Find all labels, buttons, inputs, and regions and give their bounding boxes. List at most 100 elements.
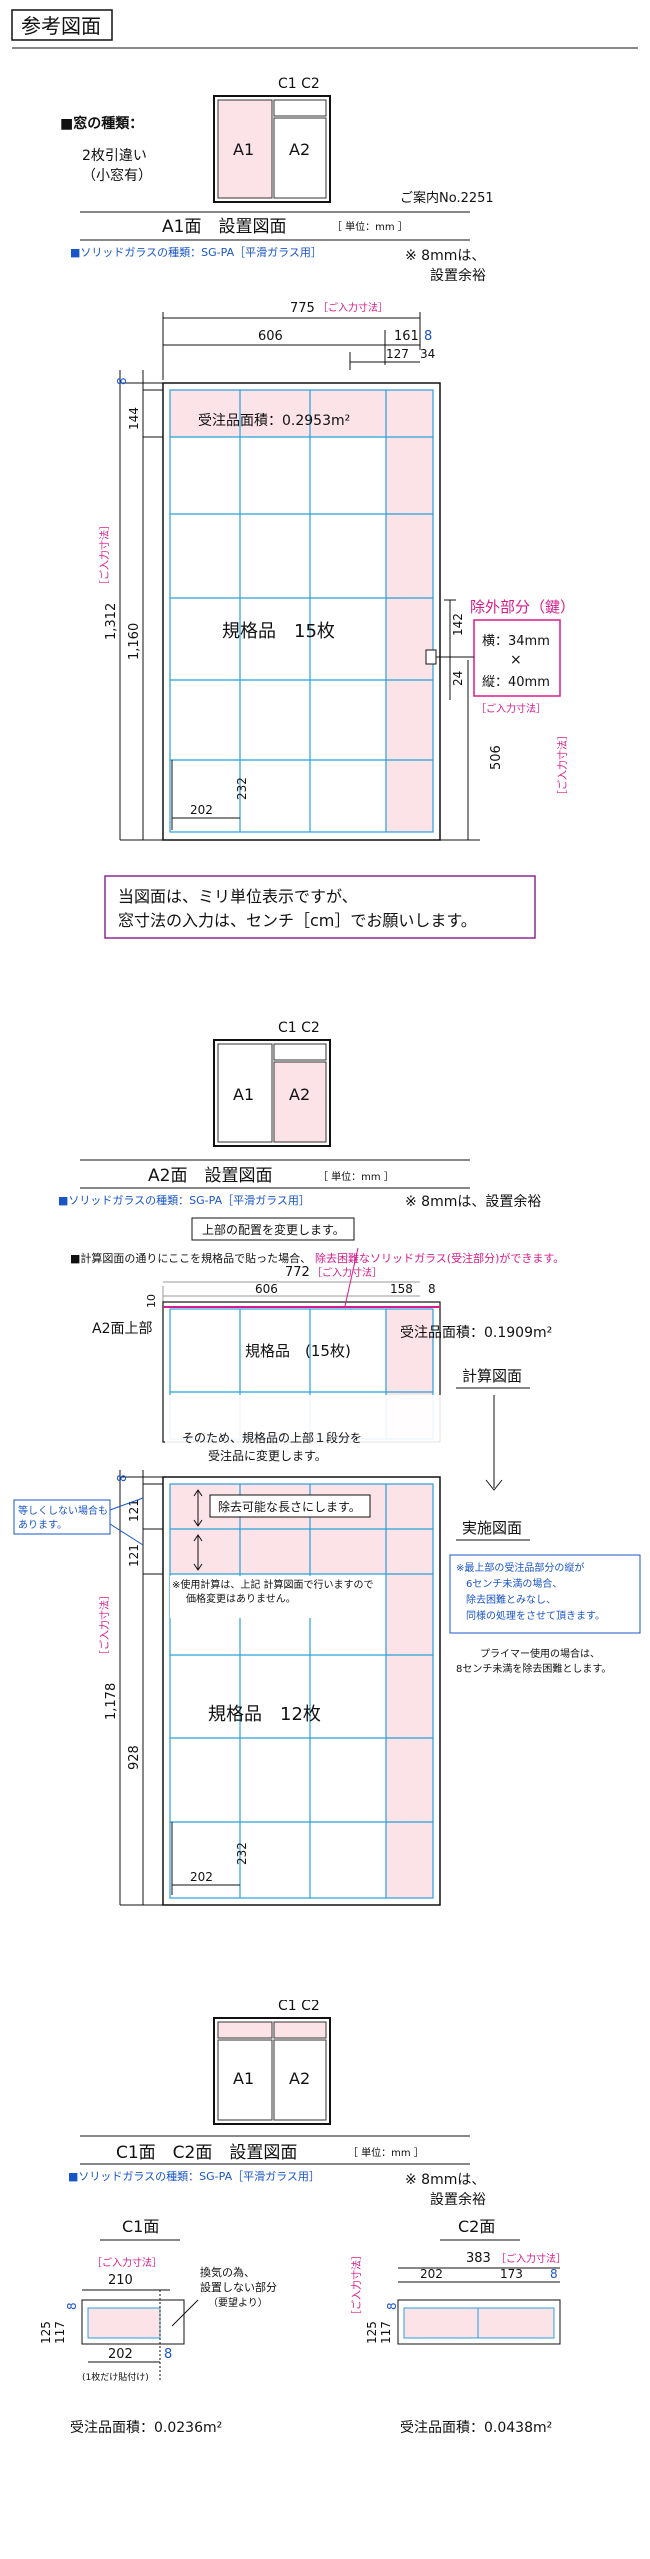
dim-a2-h8: 8 [115, 1474, 129, 1482]
section2-unit: ［ 単位：mm ］ [318, 1170, 394, 1183]
icon-label-a1: A1 [233, 140, 254, 159]
dim-h1160: 1,160 [127, 623, 142, 660]
a2-order-area: 受注品面積：0.1909m² [400, 1325, 552, 1341]
window-icon-small-c [273, 99, 327, 117]
window-icon-pane-a2 [273, 117, 327, 199]
c2-input-tag-left: ［ご入力寸法］ [350, 2250, 363, 2320]
dim-h506: 506 [489, 745, 504, 770]
dim-a2-h121a: 121 [127, 1499, 141, 1522]
section2-note: ※ 8mmは、設置余裕 [405, 1193, 541, 1210]
window-icon-pane-a2-2 [273, 1061, 327, 1143]
guide-number: ご案内No.2251 [400, 190, 494, 206]
c1-w202: 202 [108, 2347, 133, 2362]
dim-a2-h10: 10 [145, 1294, 158, 1308]
dim-w8-top: 8 [424, 329, 432, 344]
icon-small-label-2: C1 C2 [278, 1020, 320, 1036]
window-type-label: ■窓の種類： [60, 115, 143, 132]
dim-a2-w202: 202 [190, 1870, 213, 1884]
c2-h117: 117 [379, 2321, 393, 2344]
icon-label-a1-2: A1 [233, 1085, 254, 1104]
c1-order-area: 受注品面積：0.0236m² [70, 2420, 222, 2436]
window-icon-pane-a1 [217, 99, 273, 199]
section1-note-line2: 設置余裕 [430, 267, 486, 284]
calc-note-pink: 除去困難なソリッドガラス(受注部分)ができます。 [315, 1251, 564, 1265]
c1-input-tag: ［ご入力寸法］ [92, 2256, 162, 2269]
icon-label-a1-3: A1 [233, 2069, 254, 2088]
a2-upper-label: A2面上部 [92, 1321, 152, 1337]
c1-w8: 8 [164, 2347, 172, 2362]
c1-h125: 125 [39, 2321, 53, 2344]
section1-glass-type: ■ソリッドガラスの種類：SG-PA［平滑ガラス用］ [70, 245, 322, 259]
blue-note-line2: 6センチ未満の場合、 [466, 1577, 562, 1590]
section1-note-line1: ※ 8mmは、 [405, 248, 485, 264]
dim-w772: 772 [285, 1265, 310, 1280]
lock-icon [425, 649, 437, 665]
section-c: C1 C2 A1 A2 C1面 C2面 設置図面 ［ 単位：mm ］ ■ソリッド… [39, 2000, 566, 2436]
a1-standard-label: 規格品 15枚 [222, 621, 335, 642]
c1-label: C1面 [122, 2217, 159, 2236]
dim-input-tag-a2top: ［ご入力寸法］ [312, 1266, 382, 1279]
exclusion-height: 縦：40mm [482, 675, 550, 690]
notice-line1: 当図面は、ミリ単位表示ですが、 [118, 887, 358, 906]
exclusion-title: 除外部分（鍵） [470, 598, 575, 616]
window-type-line3: （小窓有） [82, 167, 152, 184]
a1-grid [169, 389, 434, 833]
dim-input-tag-left: ［ご入力寸法］ [98, 520, 111, 590]
c2-w173: 173 [500, 2267, 523, 2281]
section3-note-line1: ※ 8mmは、 [405, 2172, 485, 2188]
section1-title: A1面 設置図面 [162, 217, 286, 237]
dim-h24: 24 [451, 671, 465, 686]
dim-a2-h232: 232 [235, 1842, 249, 1865]
primer-line2: 8センチ未満を除去困難とします。 [456, 1662, 611, 1675]
c1-single-note: (1枚だけ貼付け) [82, 2371, 149, 2383]
blue-note-line4: 同様の処理をさせて頂きます。 [466, 1609, 605, 1622]
c1-h8: 8 [65, 2302, 79, 2310]
dim-w34: 34 [420, 347, 435, 361]
dim-w606: 606 [258, 329, 283, 344]
icon-label-a2: A2 [289, 140, 310, 159]
c2-h125: 125 [365, 2321, 379, 2344]
dim-input-tag-right: ［ご入力寸法］ [556, 730, 569, 800]
c2-w383: 383 [466, 2251, 491, 2266]
fee-note-line1: ※使用計算は、上記 計算図面で行いますので [172, 1578, 374, 1591]
dim-a2-h121b: 121 [127, 1544, 141, 1567]
removable-text: 除去可能な長さにします。 [218, 1499, 361, 1514]
a2-upper-standard: 規格品 (15枚) [245, 1342, 351, 1360]
impl-label: 実施図面 [462, 1519, 522, 1537]
c2-w8: 8 [550, 2267, 558, 2281]
change-box-text: 上部の配置を変更します。 [202, 1222, 345, 1237]
primer-line1: プライマー使用の場合は、 [480, 1647, 600, 1660]
section2-glass-type: ■ソリッドガラスの種類：SG-PA［平滑ガラス用］ [58, 1193, 310, 1207]
c1-w210: 210 [108, 2273, 133, 2288]
dim-a2-w158: 158 [390, 1282, 413, 1296]
dim-a2-w606: 606 [255, 1282, 278, 1296]
dim-a2-w8: 8 [428, 1282, 436, 1296]
c1-h117: 117 [53, 2321, 67, 2344]
exclusion-width: 横：34mm [482, 634, 550, 649]
notice-box [104, 875, 536, 939]
c1-vent-line2: 設置しない部分 [200, 2280, 277, 2294]
section-a1: 参考図面 C1 C2 A1 A2 ■窓の種類： 2枚引違い （小窓有） ご案内N… [11, 9, 638, 939]
icon-label-a2-3: A2 [289, 2069, 310, 2088]
c1-vent-line3: （要望より） [208, 2296, 268, 2309]
section2-title: A2面 設置図面 [148, 1166, 272, 1186]
therefore-line2: 受注品に変更します。 [208, 1448, 327, 1463]
therefore-line1: そのため、規格品の上部１段分を [182, 1430, 362, 1445]
section-a2: C1 C2 A1 A2 A2面 設置図面 ［ 単位：mm ］ ■ソリッドガラスの… [13, 1020, 641, 1906]
icon-small-label-3: C1 C2 [278, 2000, 320, 2014]
change-box [191, 1217, 355, 1241]
c2-label: C2面 [458, 2217, 495, 2236]
section3-glass-type: ■ソリッドガラスの種類：SG-PA［平滑ガラス用］ [68, 2169, 320, 2183]
exclusion-times: × [510, 652, 522, 668]
dim-h142: 142 [451, 613, 465, 636]
dim-h232: 232 [235, 777, 249, 800]
icon-label-a2-2: A2 [289, 1085, 310, 1104]
exclusion-box [473, 619, 561, 697]
exclusion-input-tag: ［ご入力寸法］ [476, 702, 546, 715]
c2-input-tag: ［ご入力寸法］ [496, 2252, 566, 2265]
dim-w202: 202 [190, 803, 213, 817]
calc-note-prefix: ■計算図面の通りにここを規格品で貼った場合、 [70, 1251, 311, 1265]
dim-h144: 144 [127, 407, 141, 430]
section1-unit: ［ 単位：mm ］ [332, 220, 408, 233]
side-note-line1: 等しくしない場合も [18, 1504, 108, 1517]
